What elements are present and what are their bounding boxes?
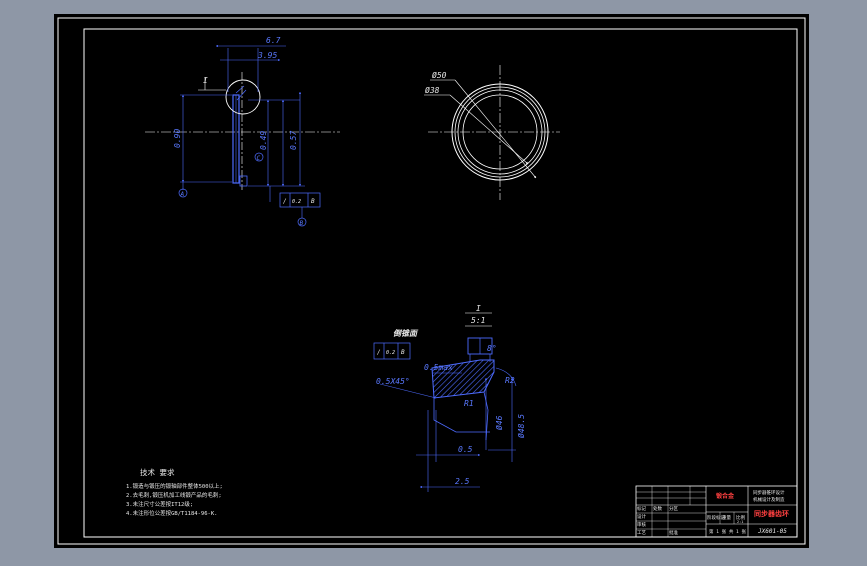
tb-stage-label-2: 比例 [736, 514, 745, 521]
notes-title: 技术 要求 [140, 467, 175, 477]
dim-d48-5: Ø48.5 [516, 414, 526, 438]
sheet-inner-border [83, 28, 798, 538]
tb-row-label-1: 处数 [653, 505, 662, 512]
section-mark-label: I [203, 76, 208, 85]
note-line-4: 4.未注形位公差按GB/T1184-96-K. [126, 509, 217, 517]
inner-diameter-label: Ø38 [425, 85, 440, 95]
tb-part-name: 同步器齿环 [754, 509, 789, 518]
dim-angle: 8° [487, 344, 497, 353]
detail-circle [225, 79, 261, 115]
tb-row-label-2: 分区 [669, 505, 678, 512]
dim-0-49: 0.49 [259, 131, 268, 150]
technical-notes: 技术 要求 1.锻造与锻压的锻轴部件整体500以上; 2.去毛刺,锻压机加工线锻… [126, 467, 223, 517]
title-block[interactable]: 标记 处数 分区 设计 审核 工艺 批准 锻合金 同步器锥环设计 机械设计及制造… [635, 485, 798, 538]
note-line-1: 1.锻造与锻压的锻轴部件整体500以上; [126, 482, 223, 490]
tb-row-label-9: 批准 [669, 529, 678, 536]
tb-scale-value: 2:1 [737, 520, 743, 524]
tb-school-line-2: 机械设计及制造 [753, 496, 785, 503]
tb-row-label-0: 标记 [637, 505, 646, 512]
dim-2-5: 2.5 [455, 477, 470, 486]
front-tolerance-value: 0.2 [292, 199, 301, 205]
front-tolerance-symbol: / [283, 198, 287, 205]
dim-chamfer: 0.5X45° [376, 377, 410, 386]
outer-diameter-label: Ø50 [432, 70, 447, 80]
detail-view: I 5:1 倒锥面 / 0.2 B 0.5max 0.5X45° 8° R1 R… [373, 304, 526, 492]
detail-label: I [476, 304, 481, 313]
dim-r2: R2 [505, 376, 515, 385]
tb-school-line-1: 同步器锥环设计 [753, 489, 785, 496]
dim-d46: Ø46 [494, 415, 504, 430]
front-tolerance-datum: B [311, 198, 315, 205]
dim-0-90: 0.90 [173, 129, 182, 148]
dim-3-95: 3.95 [257, 51, 277, 60]
dim-r1: R1 [464, 399, 474, 408]
dim-6-7: 6.7 [266, 36, 281, 45]
dim-0-5-max: 0.5max [424, 363, 453, 372]
dim-0-5: 0.5 [458, 445, 473, 454]
tb-stage-label-1: 重量 [722, 514, 731, 521]
tb-row-label-6: 设计 [637, 513, 646, 520]
tb-stage-label-0: 阶段标记 [707, 514, 725, 521]
detail-tolerance-datum: B [401, 349, 405, 356]
detail-scale: 5:1 [471, 316, 485, 325]
dim-0-57: 0.57 [289, 131, 298, 150]
note-line-2: 2.去毛刺,锻压机加工线锻产品的毛刺; [126, 491, 222, 499]
tb-sheet: 第 1 张 共 1 张 [709, 528, 746, 535]
detail-tolerance-value: 0.2 [386, 350, 395, 356]
front-view: I 6.7 3.95 0.90 0.49 0.57 A C / 0.2 B [145, 36, 340, 227]
tb-material: 锻合金 [716, 492, 735, 500]
side-view: Ø50 Ø38 [424, 65, 560, 200]
note-line-3: 3.未注尺寸公差按IT12级; [126, 500, 193, 508]
tb-drawing-no: JX601-05 [757, 528, 787, 535]
surface-label: 倒锥面 [393, 329, 419, 338]
datum-a-label: A [180, 191, 185, 198]
drawing-sheet [54, 14, 809, 548]
tb-row-label-7: 审核 [637, 521, 646, 528]
datum-c-label: C [257, 155, 261, 162]
sheet-outer-border [57, 17, 806, 545]
datum-b-label: B [300, 220, 304, 227]
detail-tolerance-symbol: / [377, 349, 381, 356]
tb-row-label-8: 工艺 [637, 530, 646, 536]
